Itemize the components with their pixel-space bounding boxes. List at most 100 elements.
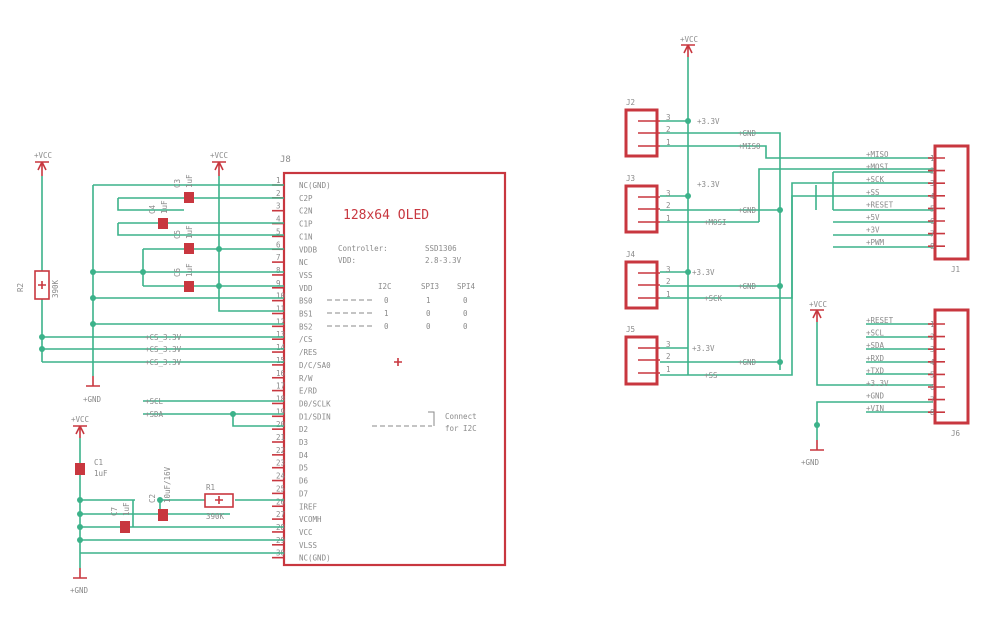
- oled-pin-label: VDDB: [299, 245, 318, 254]
- j6-pin-number: 8: [930, 408, 935, 417]
- oled-pin-number: 20: [276, 420, 286, 429]
- oled-pin-number: 12: [276, 317, 285, 326]
- oled-pin-label: C1P: [299, 220, 313, 229]
- oled-pin-label: /RES: [299, 348, 318, 357]
- j4-label-3: +SCK: [704, 294, 723, 303]
- capacitor-c3: C3 1uF: [173, 174, 194, 203]
- j3-ref: J3: [626, 174, 635, 183]
- small-pin-number: 3: [666, 340, 671, 349]
- oled-pin-label: E/RD: [299, 387, 318, 396]
- note-line1: Connect: [445, 412, 477, 421]
- small-pin-number: 2: [666, 201, 671, 210]
- bs1-i2c: 1: [384, 309, 389, 318]
- j6-pin-label: +TXD: [866, 366, 885, 375]
- j1-pin-label: +3V: [866, 226, 880, 235]
- oled-pin-number: 19: [276, 407, 285, 416]
- gnd-symbol-left: +GND: [83, 376, 102, 404]
- small-pin-number: 1: [666, 214, 671, 223]
- c7-value: 1uF: [122, 502, 131, 516]
- oled-pin-label: BS0: [299, 297, 313, 306]
- resistor-r2: R2 390K: [16, 270, 60, 300]
- col-spi4: SPI4: [457, 282, 476, 291]
- j5-ref: J5: [626, 325, 635, 334]
- oled-pin-label: D/C/SA0: [299, 361, 331, 370]
- gnd-label-bottom: +GND: [70, 586, 89, 595]
- j1-ref: J1: [951, 265, 960, 274]
- oled-module: J8 128x64 OLED Controller: SSD1306 VDD: …: [272, 155, 507, 567]
- r2-ref: R2: [16, 283, 25, 292]
- j1-pin-number: 2: [930, 167, 935, 176]
- bs0-i2c: 0: [384, 296, 389, 305]
- j1-pin-number: 3: [930, 179, 935, 188]
- j6-pin-label: +RESET: [866, 316, 894, 325]
- note-line2: for I2C: [445, 424, 477, 433]
- oled-pin-label: VLSS: [299, 541, 318, 550]
- left-wires: [41, 176, 284, 568]
- oled-pin-number: 11: [276, 305, 285, 314]
- oled-pin-label: NC(GND): [299, 554, 331, 563]
- j1-pin-number: 5: [930, 204, 935, 213]
- j4-ref: J4: [626, 250, 636, 259]
- j3-label-2: +GND: [738, 206, 757, 215]
- capacitor-c2: C2 10uF/16V: [148, 466, 172, 521]
- oled-pin-number: 24: [276, 472, 286, 481]
- vcc-label-bottom: +VCC: [71, 415, 89, 424]
- vcc-label-right: +VCC: [680, 35, 698, 44]
- oled-pin-label: C1N: [299, 232, 313, 241]
- j5-label-1: +3.3V: [692, 344, 715, 353]
- oled-pin-number: 10: [276, 292, 286, 301]
- vdd-value: 2.8-3.3V: [425, 256, 462, 265]
- oled-pin-number: 22: [276, 446, 285, 455]
- c2-ref: C2: [148, 494, 157, 503]
- connector-j4: J4 +3.3V +GND +SCK: [624, 250, 757, 310]
- oled-pin-label: VCC: [299, 528, 313, 537]
- vcc-label-mid: +VCC: [210, 151, 228, 160]
- bs1-spi4: 0: [463, 309, 468, 318]
- oled-pin-number: 21: [276, 433, 285, 442]
- j1-pin-label: +MISO: [866, 150, 889, 159]
- j1-pin-label: +RESET: [866, 200, 894, 209]
- j2-label-2: +GND: [738, 129, 757, 138]
- r1-value: 390K: [206, 512, 225, 521]
- controller-label: Controller:: [338, 244, 388, 253]
- c2-value: 10uF/16V: [163, 466, 172, 503]
- j1-pin-number: 7: [930, 230, 935, 239]
- vcc-symbol-left: +VCC: [34, 151, 52, 176]
- small-pin-number: 1: [666, 138, 671, 147]
- c7-ref: C7: [110, 507, 119, 516]
- j6-pin-number: 1: [930, 320, 935, 329]
- oled-origin-mark: [394, 358, 402, 366]
- bs2-i2c: 0: [384, 322, 389, 331]
- oled-outline: [282, 171, 507, 567]
- oled-pin-label: D6: [299, 477, 309, 486]
- j6-pin-number: 7: [930, 396, 935, 405]
- net-res: +CS_3.3V: [145, 345, 182, 354]
- oled-pin-number: 16: [276, 369, 286, 378]
- oled-pin-number: 8: [276, 266, 281, 275]
- small-pin-number: 2: [666, 125, 671, 134]
- right-junctions: [685, 118, 820, 428]
- oled-pin-number: 13: [276, 330, 285, 339]
- col-i2c: I2C: [378, 282, 392, 291]
- r1-ref: R1: [206, 483, 215, 492]
- j1-pin-number: 1: [930, 154, 935, 163]
- j1-pin-label: +MOSI: [866, 163, 889, 172]
- oled-ref: J8: [280, 155, 291, 165]
- vdd-label: VDD:: [338, 256, 356, 265]
- oled-pin-number: 15: [276, 356, 285, 365]
- oled-pin-label: D0/SCLK: [299, 399, 331, 408]
- oled-pin-label: NC(GND): [299, 181, 331, 190]
- oled-pin-label: VCOMH: [299, 515, 322, 524]
- vcc-label-left: +VCC: [34, 151, 52, 160]
- vcc-symbol-bottom: +VCC: [71, 415, 89, 438]
- j1-pin-label: +SCK: [866, 175, 885, 184]
- j6-pin-number: 6: [930, 383, 935, 392]
- c5-ref: C5: [173, 230, 182, 239]
- oled-pin-number: 2: [276, 189, 281, 198]
- j1-pin-label: +PWM: [866, 238, 885, 247]
- oled-pin-label: /CS: [299, 335, 313, 344]
- oled-pin-number: 26: [276, 497, 286, 506]
- oled-pin-number: 4: [276, 215, 281, 224]
- oled-pin-label: VDD: [299, 284, 313, 293]
